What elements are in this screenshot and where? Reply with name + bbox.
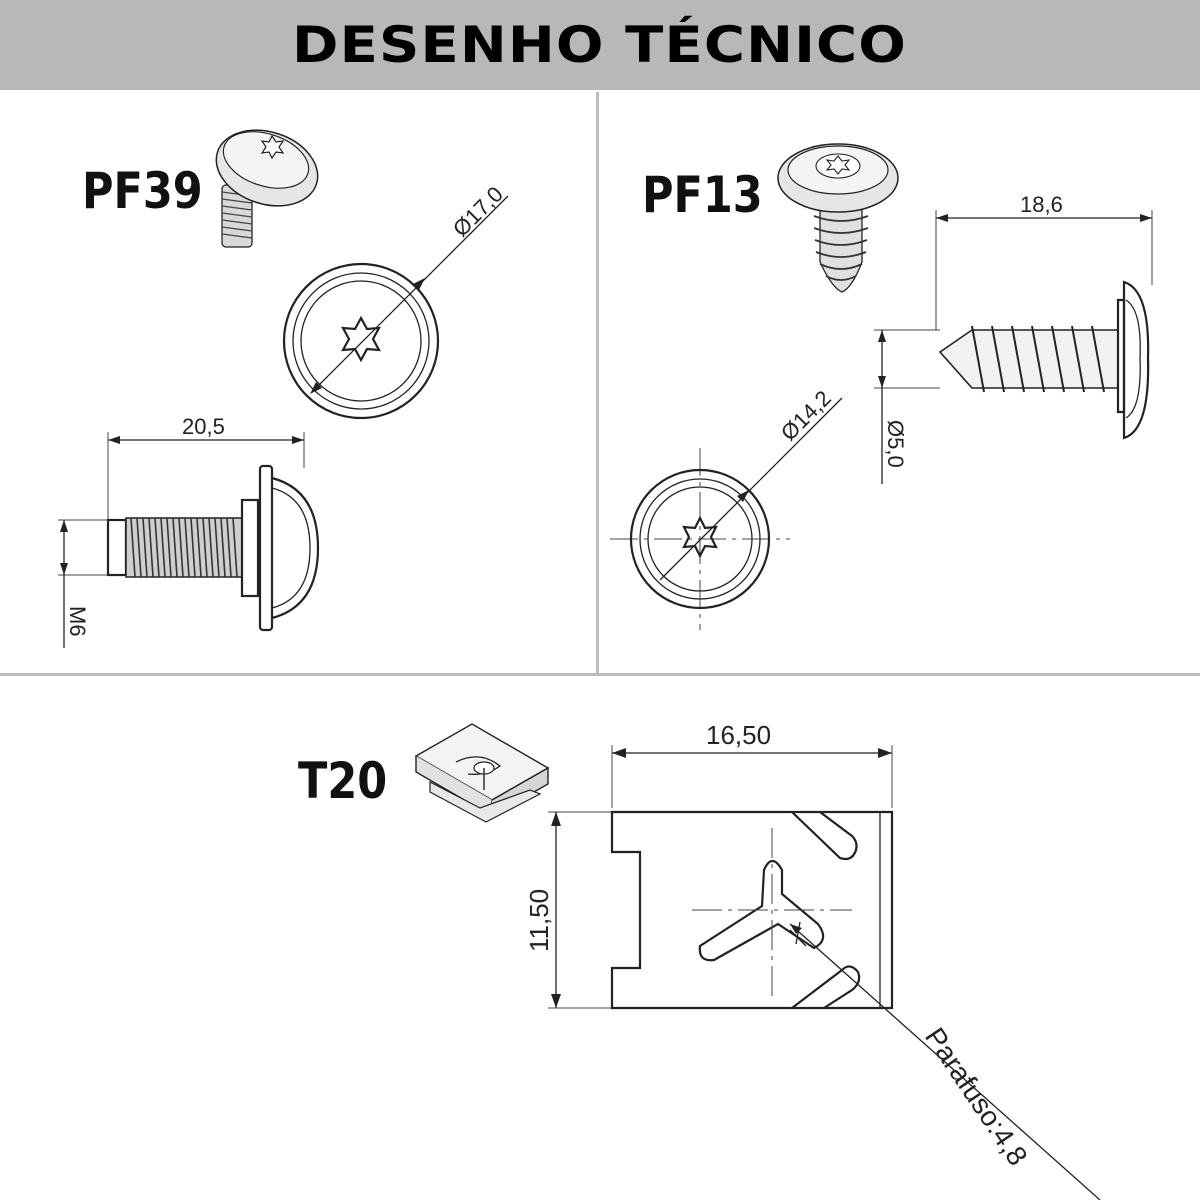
pf13-shank-dim: Ø5,0 <box>883 420 908 468</box>
horizontal-divider <box>0 673 1200 676</box>
t20-height-dim: 11,50 <box>524 889 554 952</box>
pf13-group: 18,6 Ø5,0 <box>610 143 1153 630</box>
pf39-thread-dim: M6 <box>65 606 90 637</box>
pf39-front-view: Ø17,0 <box>282 181 509 420</box>
pf39-thumb-torx-icon <box>260 134 285 160</box>
pf13-torx-icon <box>682 515 718 559</box>
pf13-label: PF13 <box>642 166 763 224</box>
t20-group: 16,50 11,50 Parafuso:4,8 <box>414 720 1101 1200</box>
pf13-thumb-torx-icon <box>825 155 851 175</box>
pf39-thumbnail <box>215 129 319 248</box>
t20-top-view: Parafuso:4,8 <box>610 810 1101 1200</box>
pf13-front-view: Ø14,2 <box>610 385 843 630</box>
pf39-label: PF39 <box>82 162 203 220</box>
vertical-divider <box>596 92 599 674</box>
t20-width-dim: 16,50 <box>706 720 771 750</box>
pf13-side-view: Ø5,0 <box>874 280 1150 484</box>
pf39-group: Ø17,0 20,5 <box>58 129 509 648</box>
t20-label: T20 <box>298 752 388 810</box>
t20-screw-note: Parafuso:4,8 <box>919 1022 1033 1171</box>
pf39-length-dim: 20,5 <box>182 414 225 439</box>
t20-thumbnail <box>414 723 550 823</box>
pf13-thumbnail <box>777 143 899 293</box>
pf13-diameter-dim: Ø14,2 <box>776 385 836 445</box>
page-header: DESENHO TÉCNICO <box>0 0 1200 90</box>
pf39-diameter-dim: Ø17,0 <box>448 181 508 241</box>
pf13-length-dim: 18,6 <box>1020 192 1063 217</box>
pf39-side-view: 20,5 <box>58 414 320 648</box>
page-title: DESENHO TÉCNICO <box>292 16 908 74</box>
pf39-torx-icon <box>341 315 381 363</box>
